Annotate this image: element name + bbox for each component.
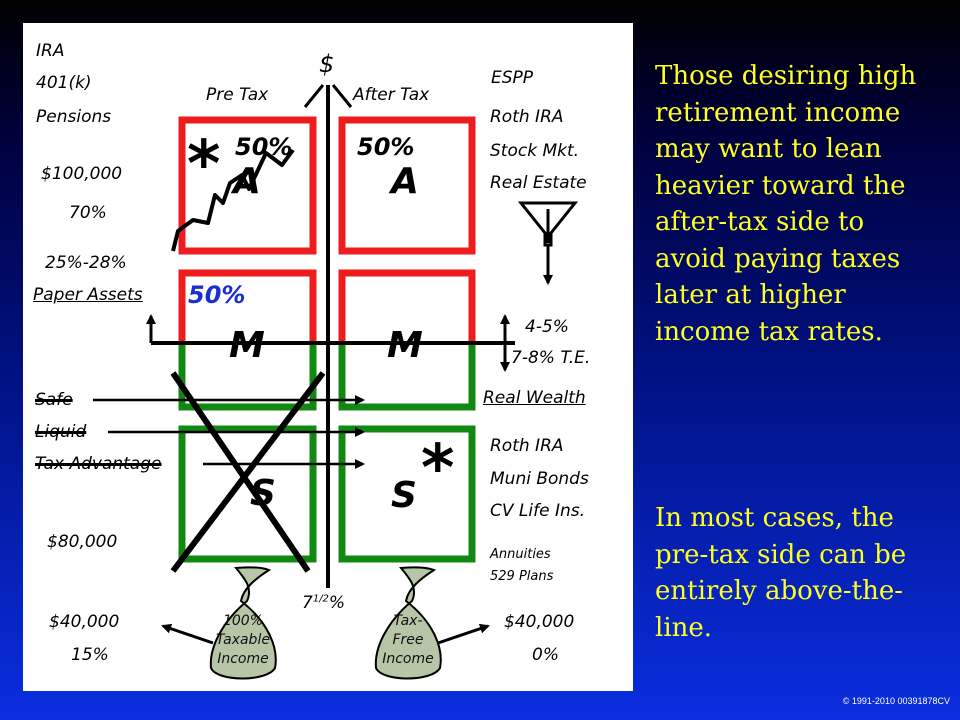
money-bag-left	[209, 566, 277, 680]
label-pct-50-a-left: 50%	[235, 133, 293, 161]
label-real-wealth: Real Wealth	[483, 388, 586, 408]
label-paper-assets: Paper Assets	[33, 285, 143, 305]
label-stock-mkt: Stock Mkt.	[490, 141, 580, 161]
bag-label-tax-free: Tax- Free Income	[382, 613, 434, 667]
label-roth-ira-bottom: Roth IRA	[490, 436, 564, 456]
label-pct-25-28: 25%-28%	[45, 253, 127, 273]
label-pct-0: 0%	[532, 645, 559, 665]
letter-m-right: M	[387, 325, 423, 366]
label-pensions: Pensions	[36, 107, 112, 127]
label-pct-4-5: 4-5%	[525, 317, 569, 337]
letter-a-right: A	[391, 161, 419, 202]
letter-m-left: M	[229, 325, 265, 366]
label-401k: 401(k)	[36, 73, 92, 93]
bag-left-arrow	[161, 623, 214, 645]
cross-line-1	[170, 371, 311, 573]
box-a-right	[338, 116, 476, 255]
bag-label-taxable: 100% Taxable Income	[216, 613, 270, 667]
label-amount-40k-left: $40,000	[49, 612, 120, 632]
label-pct-50-a-right: 50%	[357, 133, 415, 161]
label-pct-50-m: 50%	[188, 281, 246, 309]
label-pct-15: 15%	[71, 645, 109, 665]
label-cv-life: CV Life Ins.	[490, 501, 585, 521]
label-ira: IRA	[36, 41, 65, 61]
funnel-icon	[517, 201, 579, 247]
secondary-caption: In most cases, the pre-tax side can be e…	[655, 503, 907, 643]
growth-line	[171, 148, 295, 252]
label-tax-advantage: Tax Advantage	[35, 454, 162, 474]
label-amount-100k: $100,000	[41, 164, 123, 184]
star-icon-s-right: *	[421, 432, 455, 506]
split-line-left	[303, 84, 325, 108]
label-pct-7-8-te: 7-8% T.E.	[511, 348, 591, 368]
box-a-left	[178, 116, 317, 255]
label-muni-bonds: Muni Bonds	[490, 469, 589, 489]
label-amount-80k: $80,000	[47, 532, 118, 552]
copyright-notice: © 1991-2010 00391878CV	[842, 696, 950, 706]
bag-right-arrow	[437, 623, 490, 645]
box-s-left	[178, 425, 317, 563]
letter-s-left: S	[250, 473, 276, 514]
label-roth-ira-top: Roth IRA	[490, 107, 564, 127]
money-bag-right	[374, 566, 442, 680]
box-s-right	[338, 425, 476, 563]
letter-a-left: A	[233, 161, 261, 202]
label-529-plans: 529 Plans	[490, 569, 554, 584]
diagram-panel: IRA 401(k) Pensions $100,000 70% 25%-28%…	[23, 23, 633, 691]
label-pct-70: 70%	[69, 203, 107, 223]
diagram-graphics	[93, 84, 579, 680]
box-m-right-green	[338, 343, 476, 411]
box-m-left-green	[178, 343, 317, 411]
label-amount-40k-right: $40,000	[504, 612, 575, 632]
label-espp: ESPP	[491, 68, 534, 88]
label-dollar: $	[319, 50, 335, 78]
main-caption: Those desiring high retirement income ma…	[655, 61, 917, 347]
label-annuities: Annuities	[490, 547, 551, 562]
cross-line-2	[170, 371, 326, 573]
box-m-right-red	[338, 269, 476, 343]
label-safe: Safe	[35, 390, 73, 410]
split-line-right	[331, 84, 353, 108]
label-pre-tax: Pre Tax	[206, 85, 269, 105]
box-m-left-red	[178, 269, 317, 343]
star-icon-a-left: *	[187, 128, 221, 202]
letter-s-right: S	[391, 475, 417, 516]
label-after-tax: After Tax	[353, 85, 430, 105]
label-seven-half: 71/2%	[302, 593, 346, 613]
label-liquid: Liquid	[35, 422, 87, 442]
label-real-estate: Real Estate	[490, 173, 587, 193]
